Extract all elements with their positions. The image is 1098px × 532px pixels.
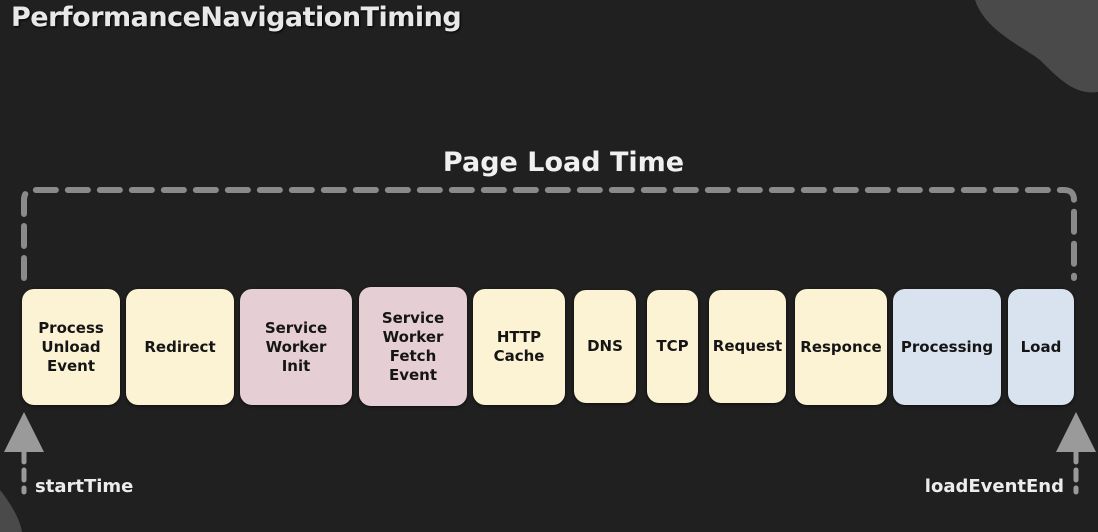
page-load-dashed-frame xyxy=(21,187,1077,281)
phase-process-unload-event: Process Unload Event xyxy=(22,289,120,405)
corner-blob-top-right xyxy=(975,0,1098,93)
phase-tcp: TCP xyxy=(647,290,698,403)
page-load-time-label: Page Load Time xyxy=(442,147,685,178)
phase-dns: DNS xyxy=(574,290,636,403)
phase-processing: Processing xyxy=(893,289,1001,405)
start-time-label: startTime xyxy=(35,476,134,497)
corner-blob-bottom-left xyxy=(0,490,22,532)
phase-load: Load xyxy=(1008,289,1074,405)
phase-http-cache: HTTP Cache xyxy=(473,289,565,405)
phase-service-worker-fetch-event: Service Worker Fetch Event xyxy=(359,287,467,406)
end-arrow-icon xyxy=(1056,412,1096,495)
phase-service-worker-init: Service Worker Init xyxy=(240,289,352,405)
start-arrow-icon xyxy=(4,412,44,495)
phase-responce: Responce xyxy=(795,289,887,405)
phase-redirect: Redirect xyxy=(126,289,234,405)
load-event-end-label: loadEventEnd xyxy=(924,476,1064,497)
page-title: PerformanceNavigationTiming xyxy=(11,2,462,33)
phase-request: Request xyxy=(709,290,786,403)
